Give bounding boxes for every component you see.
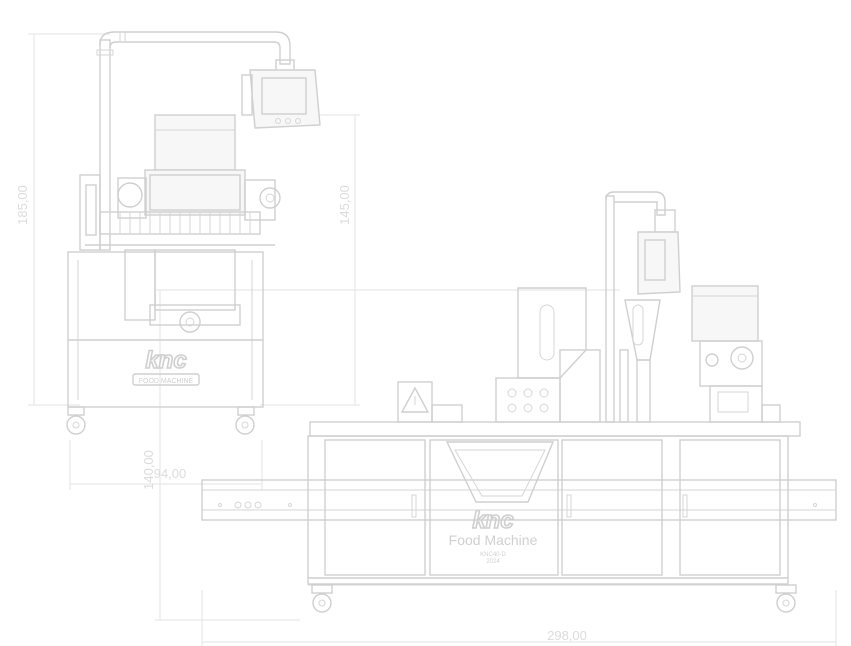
side-plate-label: FOOD MACHINE (139, 378, 194, 385)
dim-side-width: 94,00 (154, 466, 187, 481)
dim-total-height: 185,00 (15, 185, 30, 225)
front-year: 2024 (486, 559, 500, 565)
warning-icon (397, 381, 433, 423)
gear-icon (730, 346, 754, 370)
dim-total-width: 298,00 (547, 628, 587, 643)
dim-upper-height: 145,00 (337, 185, 352, 225)
front-view-machine: knc Food Machine KNC40-D 2024 (201, 191, 837, 613)
dimension-lines (28, 33, 837, 646)
front-logo: knc (472, 507, 513, 534)
front-model: KNC40-D (480, 552, 506, 558)
side-logo: knc (145, 347, 186, 374)
dimension-labels: 185,00 145,00 94,00 140,00 298,00 (15, 185, 587, 643)
front-brand: Food Machine (449, 532, 538, 548)
side-view-machine: knc FOOD MACHINE (66, 31, 321, 435)
control-panel-screen (241, 69, 321, 129)
dim-lower-height: 140,00 (141, 450, 156, 490)
